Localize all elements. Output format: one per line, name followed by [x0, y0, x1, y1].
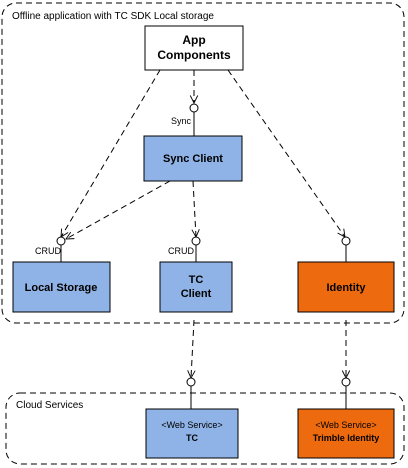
identity-node[interactable]	[297, 261, 395, 313]
offline-app-group	[1, 2, 405, 324]
trimble-interface-icon	[341, 377, 351, 387]
tc-ws-interface-icon	[186, 377, 196, 387]
crud-local-interface-icon	[56, 236, 66, 246]
sync-client-label: Sync Client	[163, 153, 223, 165]
app-components-node[interactable]	[144, 25, 244, 71]
arrow-app-to-local	[61, 69, 161, 237]
arrow-sync-to-local	[66, 180, 171, 239]
identity-interface-icon	[341, 236, 351, 246]
trimble-identity-node[interactable]	[297, 408, 395, 459]
trimble-identity-stereotype: <Web Service>	[315, 420, 376, 430]
trimble-identity-label: Trimble Identity	[313, 433, 380, 443]
tc-client-label-2: Client	[181, 288, 212, 300]
cloud-services-group	[5, 392, 405, 465]
arrow-sync-to-tcclient	[193, 180, 196, 237]
sync-client-node[interactable]	[143, 135, 243, 182]
crud-tc-interface-icon	[191, 236, 201, 246]
identity-label: Identity	[326, 282, 366, 294]
tc-client-label-1: TC	[189, 274, 204, 286]
crud-tc-interface-label: CRUD	[168, 246, 194, 256]
sync-interface-label: Sync	[171, 116, 192, 126]
tc-web-service-stereotype: <Web Service>	[161, 420, 222, 430]
local-storage-node[interactable]	[12, 261, 111, 313]
tc-web-service-node[interactable]	[145, 408, 239, 459]
offline-group-title: Offline application with TC SDK Local st…	[12, 11, 214, 22]
arrow-tcclient-to-tc	[191, 319, 194, 378]
sync-interface-icon	[189, 103, 199, 113]
cloud-group-title: Cloud Services	[16, 400, 83, 411]
app-components-label-2: Components	[157, 48, 231, 62]
tc-client-node[interactable]	[159, 261, 233, 313]
tc-web-service-label: TC	[186, 433, 198, 443]
crud-local-interface-label: CRUD	[35, 246, 61, 256]
local-storage-label: Local Storage	[25, 282, 98, 294]
arrow-app-to-identity	[227, 69, 345, 237]
app-components-label-1: App	[182, 33, 205, 47]
